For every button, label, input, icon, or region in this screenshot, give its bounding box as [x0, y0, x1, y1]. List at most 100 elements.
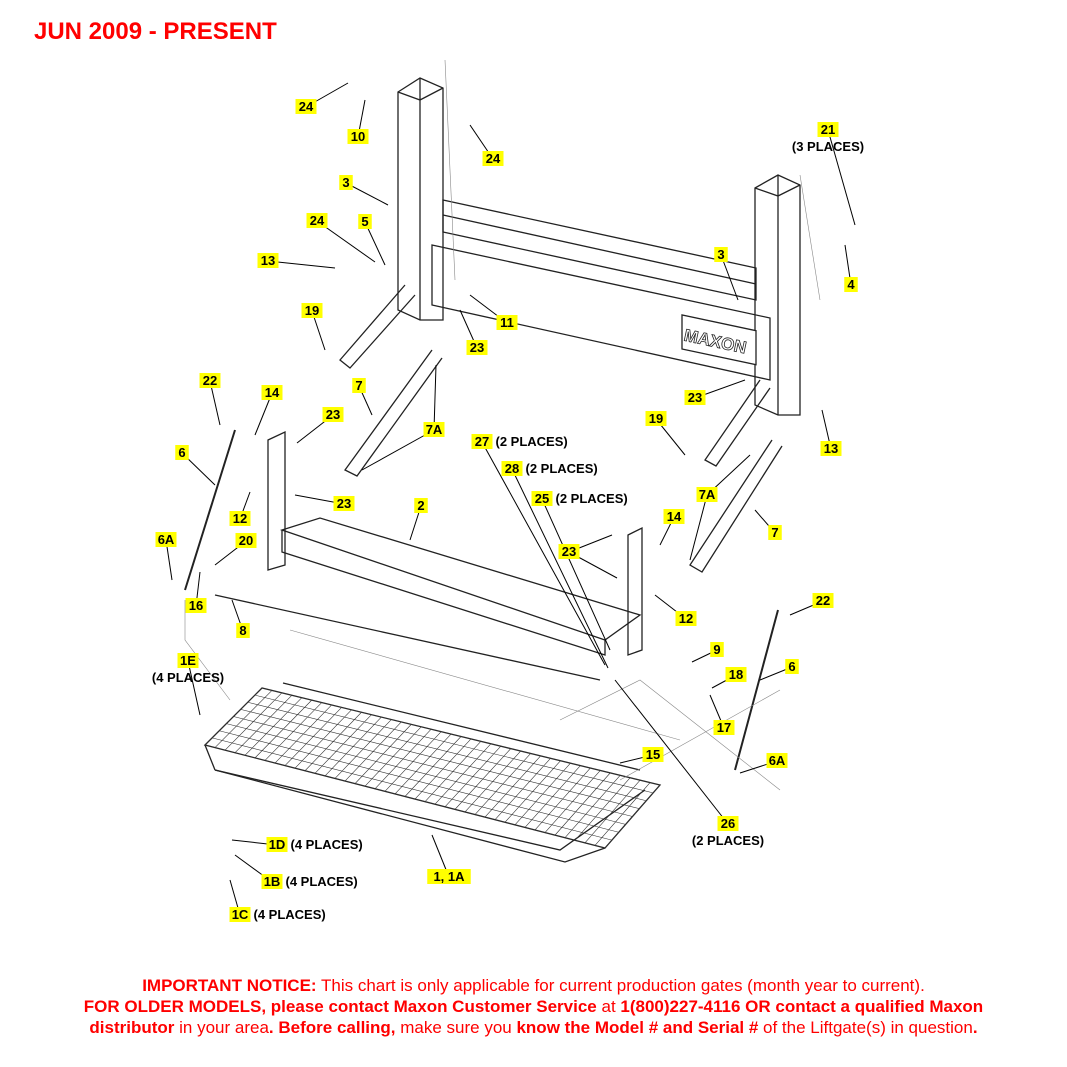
callout-11a: 1, 1A [427, 834, 471, 884]
callout-highlight [175, 445, 189, 460]
leader-line [481, 441, 606, 666]
liftgate-line-art: MAXON [184, 59, 821, 863]
callout-note: (3 PLACES) [792, 139, 864, 154]
callout-number: 10 [351, 129, 365, 144]
callout-highlight [558, 544, 580, 559]
callout-number: 6A [769, 753, 786, 768]
leader-line [209, 380, 221, 426]
callout-1c: 1C(4 PLACES) [229, 879, 326, 922]
callout-highlight [423, 422, 445, 437]
callout-highlight [229, 511, 251, 526]
callout-highlight [347, 129, 369, 144]
callout-number: 24 [299, 99, 314, 114]
callout-highlight [466, 340, 488, 355]
callout-highlight [675, 611, 697, 626]
callout-28: 28(2 PLACES) [501, 461, 609, 669]
callout-6: 6 [759, 659, 799, 681]
leader-line [187, 660, 201, 716]
callout-highlight [501, 461, 523, 476]
callout-highlight [785, 659, 799, 674]
callout-number: 23 [326, 407, 340, 422]
callout-highlight [266, 837, 288, 852]
callout-number: 1, 1A [433, 869, 465, 884]
callout-number: 2 [417, 498, 424, 513]
callout-highlight [229, 907, 251, 922]
callout-note: (4 PLACES) [152, 670, 224, 685]
callout-number: 24 [310, 213, 325, 228]
callout-highlight [257, 253, 279, 268]
callout-number: 12 [233, 511, 247, 526]
crossbar [442, 199, 757, 301]
leader-line [827, 129, 856, 226]
callout-number: 18 [729, 667, 743, 682]
leader-line [541, 498, 611, 651]
callout-number: 24 [486, 151, 501, 166]
callout-number: 20 [239, 533, 253, 548]
callout-1e: 1E(4 PLACES) [152, 653, 224, 716]
platform [203, 687, 662, 849]
callout-highlight [352, 378, 366, 393]
callout-number: 19 [649, 411, 663, 426]
callout-highlight [236, 623, 250, 638]
callout-highlight [766, 753, 788, 768]
notice-line-1: IMPORTANT NOTICE: This chart is only app… [0, 975, 1067, 996]
callout-7: 7 [754, 509, 782, 540]
callout-number: 23 [337, 496, 351, 511]
notice-phone: 1(800)227-4116 OR contact a qualified Ma… [620, 997, 984, 1016]
notice-text: in your area [174, 1018, 269, 1037]
callout-3: 3 [714, 247, 739, 301]
callout-number: 7 [355, 378, 362, 393]
callout-highlight [177, 653, 199, 668]
callout-number: 8 [239, 623, 246, 638]
callout-5: 5 [358, 214, 386, 266]
callout-number: 26 [721, 816, 735, 831]
leader-line [511, 468, 609, 669]
callout-23: 23 [459, 309, 488, 355]
callout-25: 25(2 PLACES) [531, 491, 628, 651]
callout-number: 22 [203, 373, 217, 388]
callout-highlight [496, 315, 518, 330]
callout-20: 20 [214, 533, 257, 566]
callout-15: 15 [619, 747, 664, 764]
notice-bold: . [972, 1018, 978, 1037]
callout-number: 27 [475, 434, 489, 449]
callout-18: 18 [711, 667, 747, 689]
callout-number: 1C [232, 907, 249, 922]
callout-highlight [306, 213, 328, 228]
left-arm [339, 284, 416, 369]
callout-highlight [696, 487, 718, 502]
callout-highlight [820, 441, 842, 456]
callout-note: (2 PLACES) [556, 491, 628, 506]
callout-7a: 7A [689, 454, 751, 561]
notice-bold: FOR OLDER MODELS, please contact Maxon C… [83, 997, 597, 1016]
right-arm-2 [689, 439, 783, 573]
callout-number: 13 [824, 441, 838, 456]
callout-24: 24 [295, 82, 349, 114]
leader-line [433, 364, 437, 431]
callout-24: 24 [306, 213, 376, 263]
callout-note: (4 PLACES) [291, 837, 363, 852]
callout-19: 19 [645, 411, 686, 456]
callout-11: 11 [469, 294, 518, 330]
callout-note: (4 PLACES) [286, 874, 358, 889]
callout-8: 8 [231, 599, 250, 638]
callout-highlight [358, 214, 372, 229]
callout-number: 1B [264, 874, 281, 889]
callout-22: 22 [789, 593, 834, 616]
callout-24: 24 [469, 124, 504, 166]
callout-highlight [812, 593, 834, 608]
callout-12: 12 [654, 594, 697, 626]
callout-note: (2 PLACES) [496, 434, 568, 449]
callout-highlight [301, 303, 323, 318]
callout-highlight [482, 151, 504, 166]
notice-text: of the Liftgate(s) in question [758, 1018, 973, 1037]
callout-highlight [339, 175, 353, 190]
callout-highlight [185, 598, 207, 613]
callout-note: (2 PLACES) [526, 461, 598, 476]
callout-13: 13 [820, 409, 842, 456]
callout-number: 13 [261, 253, 275, 268]
callout-number: 6 [178, 445, 185, 460]
callout-19: 19 [301, 303, 326, 351]
callout-number: 21 [821, 122, 835, 137]
